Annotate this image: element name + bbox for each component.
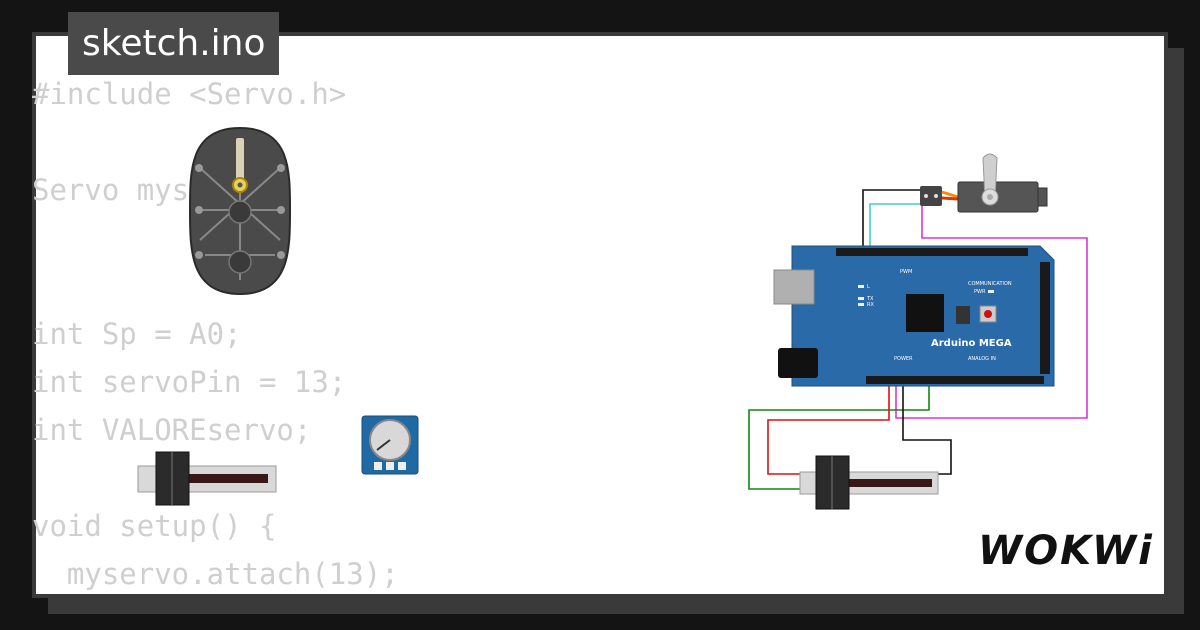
board-label-pwr: PWR bbox=[974, 289, 986, 295]
slide-potentiometer-icon[interactable] bbox=[799, 455, 939, 510]
arduino-board-icon[interactable]: Arduino MEGA PWM COMMUNICATION POWER ANA… bbox=[773, 245, 1055, 387]
board-label-l: L bbox=[867, 284, 870, 290]
code-line: int VALOREservo; bbox=[32, 413, 312, 447]
board-label-power: POWER bbox=[894, 356, 913, 362]
circuit-canvas: Arduino MEGA PWM COMMUNICATION POWER ANA… bbox=[32, 32, 1168, 598]
slide-potentiometer-icon[interactable] bbox=[137, 451, 277, 506]
file-name-tab: sketch.ino bbox=[68, 12, 280, 75]
board-label-rx: RX bbox=[867, 302, 874, 308]
code-line: int servoPin = 13; bbox=[32, 365, 347, 399]
board-label-tx: TX bbox=[866, 296, 874, 302]
board-label-pwm: PWM bbox=[900, 269, 912, 275]
code-line: int Sp = A0; bbox=[32, 317, 242, 351]
code-line: myservo.attach(13); bbox=[32, 557, 399, 591]
code-line: #include <Servo.h> bbox=[32, 77, 347, 111]
board-label-analog-in: ANALOG IN bbox=[968, 356, 996, 362]
rotary-servo-icon[interactable] bbox=[188, 126, 292, 296]
circuit-diagram: Arduino MEGA PWM COMMUNICATION POWER ANA… bbox=[137, 126, 1088, 510]
board-label-communication: COMMUNICATION bbox=[968, 281, 1012, 287]
wires bbox=[748, 189, 1088, 490]
wokwi-logo: WOKWi bbox=[978, 528, 1154, 574]
rotary-potentiometer-icon[interactable] bbox=[361, 415, 419, 475]
board-name: Arduino MEGA bbox=[931, 338, 1012, 349]
servo-motor-icon[interactable] bbox=[920, 153, 1048, 213]
code-line: void setup() { bbox=[32, 509, 277, 543]
